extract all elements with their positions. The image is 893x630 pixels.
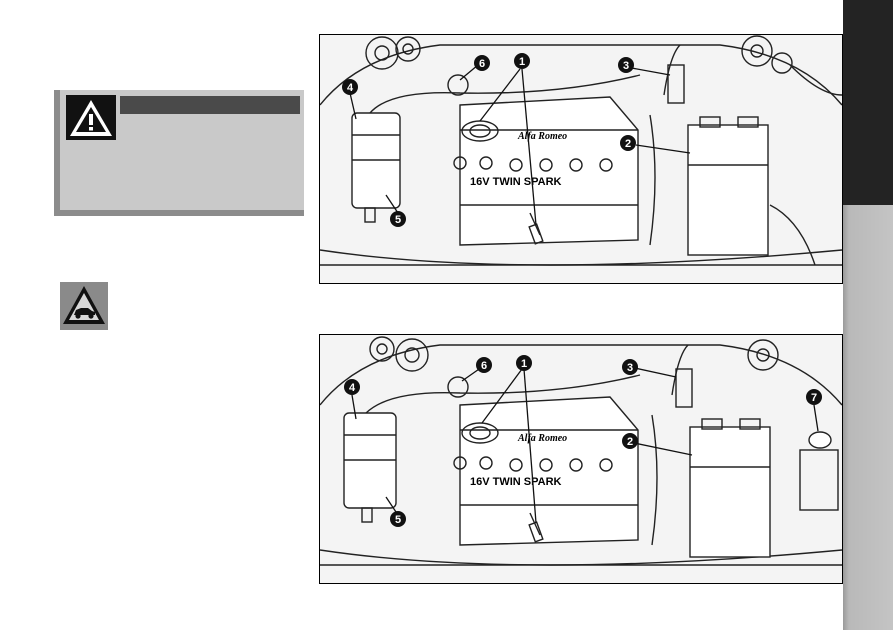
svg-text:2: 2 <box>625 138 631 150</box>
callout-marker: 3 <box>622 359 638 375</box>
callout-marker: 1 <box>516 355 532 371</box>
svg-text:6: 6 <box>479 58 485 70</box>
svg-text:3: 3 <box>623 60 629 72</box>
callouts-1: 1 2 3 4 5 6 <box>342 53 636 227</box>
svg-text:2: 2 <box>627 436 633 448</box>
brand-logo-1: Alfa Romeo <box>517 131 567 142</box>
svg-text:3: 3 <box>627 362 633 374</box>
svg-text:1: 1 <box>519 56 525 68</box>
environment-car-icon <box>60 282 108 330</box>
callout-marker: 4 <box>344 379 360 395</box>
svg-text:5: 5 <box>395 214 401 226</box>
callout-marker: 5 <box>390 211 406 227</box>
callout-marker: 5 <box>390 511 406 527</box>
warning-triangle-icon <box>66 95 116 140</box>
engine-bay-drawing-1: Alfa Romeo 16V TWIN SPARK 1 2 <box>320 35 842 266</box>
engine-bay-drawing-2: Alfa Romeo 16V TWIN SPARK 1 2 <box>320 336 842 566</box>
chapter-tab-marker <box>843 0 893 205</box>
svg-text:5: 5 <box>395 514 401 526</box>
callout-marker: 6 <box>474 55 490 71</box>
callouts-2: 1 2 3 4 5 6 7 <box>344 355 822 527</box>
svg-text:1: 1 <box>521 358 527 370</box>
callout-marker: 2 <box>622 433 638 449</box>
chapter-side-tab <box>843 0 893 630</box>
warning-box <box>54 90 304 216</box>
brand-logo-2: Alfa Romeo <box>517 433 567 444</box>
callout-marker: 4 <box>342 79 358 95</box>
engine-bay-figure-1: Alfa Romeo 16V TWIN SPARK 1 2 <box>319 34 843 284</box>
callout-marker: 1 <box>514 53 530 69</box>
callout-marker: 6 <box>476 357 492 373</box>
engine-cover-text-2: 16V TWIN SPARK <box>470 476 562 488</box>
warning-header-bar <box>120 96 300 114</box>
callout-marker: 7 <box>806 389 822 405</box>
svg-text:6: 6 <box>481 360 487 372</box>
svg-text:4: 4 <box>347 82 354 94</box>
callout-marker: 3 <box>618 57 634 73</box>
callout-marker: 2 <box>620 135 636 151</box>
svg-text:4: 4 <box>349 382 356 394</box>
svg-text:7: 7 <box>811 392 817 404</box>
engine-bay-figure-2: Alfa Romeo 16V TWIN SPARK 1 2 <box>319 334 843 584</box>
engine-cover-text-1: 16V TWIN SPARK <box>470 176 562 188</box>
